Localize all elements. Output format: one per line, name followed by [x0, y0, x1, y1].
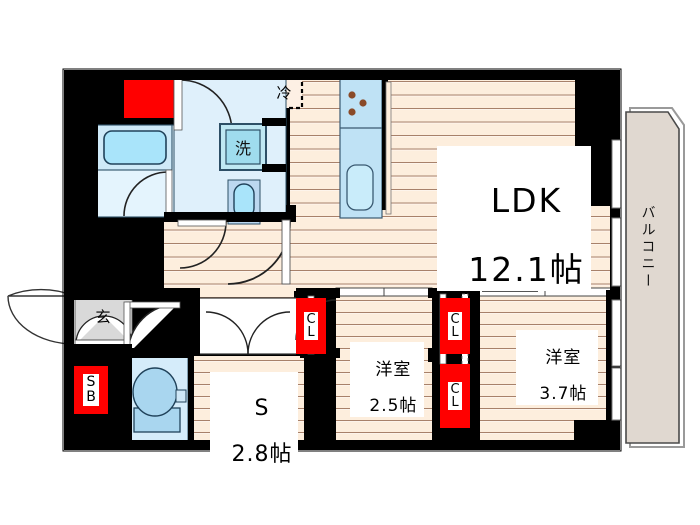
balcony-windows	[611, 139, 622, 421]
plan-outline	[62, 68, 622, 452]
toilet-room	[123, 301, 189, 443]
service-room-label-line2: 2.8帖	[231, 442, 293, 468]
ldk-label-line2: 12.1帖	[468, 249, 585, 289]
ldk-label-line1: LDK	[490, 180, 563, 220]
wall-washroom-right	[286, 205, 296, 222]
service-room-label: S 2.8帖	[210, 372, 298, 469]
bath-storage-block	[124, 78, 174, 118]
entrance-kanji: 玄	[95, 307, 111, 326]
balcony-text: バルコニー	[639, 205, 656, 290]
bedroom-b-label-line2: 3.7帖	[539, 383, 588, 404]
bedroom-b-label-line1: 洋室	[545, 347, 582, 368]
bedroom-b-label: 洋室 3.7帖	[516, 330, 598, 406]
washing-machine-label: 洗	[226, 130, 260, 164]
bedroom-a-label-line2: 2.5帖	[369, 395, 418, 416]
wall-washroom-bottom	[164, 212, 296, 222]
balcony-area	[625, 107, 685, 448]
entrance-label: 玄	[74, 300, 132, 332]
kitchen-counter	[339, 77, 392, 219]
service-room-label-line1: S	[254, 396, 270, 422]
balcony-label: バルコニー	[638, 205, 656, 290]
bedroom-a-label-line1: 洋室	[375, 359, 412, 380]
washing-machine-kanji: 洗	[234, 139, 251, 158]
refrigerator-label: 冷	[266, 76, 302, 108]
refrigerator-kanji: 冷	[276, 83, 292, 102]
bedroom-a-label: 洋室 2.5帖	[350, 342, 424, 418]
ldk-room-label: LDK 12.1帖	[437, 146, 591, 291]
hallway-doors	[177, 219, 291, 285]
